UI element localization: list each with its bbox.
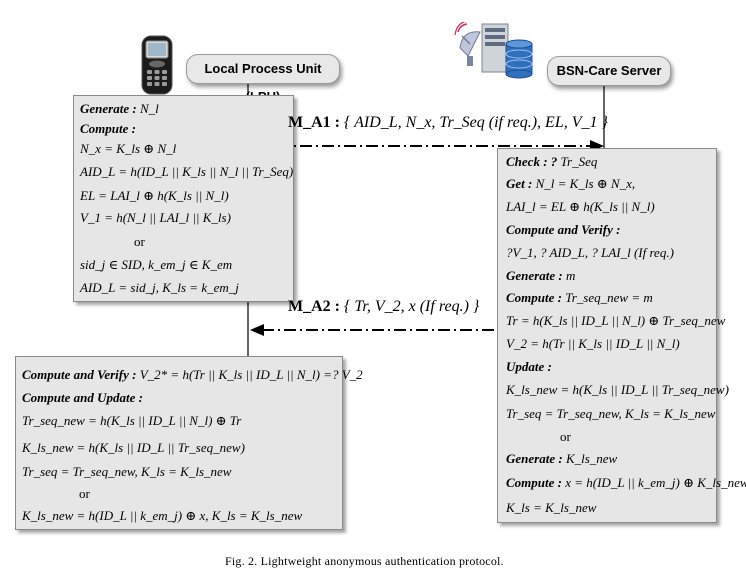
server-update-label: Update : [506,359,552,374]
lpu2-compute-update-label: Compute and Update : [22,390,143,405]
server-line-kls-new: K_ls_new = h(K_ls || ID_L || Tr_seq_new) [506,382,729,397]
lpu-line-sid: sid_j ∈ SID, k_em_j ∈ K_em [80,257,233,272]
server-compute-value: Tr_seq_new = m [565,290,653,305]
server-generate2-value: K_ls_new [565,451,618,466]
lpu-line-el: EL = LAI_l ⊕ h(K_ls || N_l) [80,188,229,203]
server-compute-row: Compute : Tr_seq_new = m [506,289,653,306]
msg2-text: M_A2 : { Tr, V_2, x (If req.) } [288,298,479,316]
server-compute2-value: x = h(ID_L || k_em_j) ⊕ K_ls_new [565,475,746,490]
server-line-tr: Tr = h(K_ls || ID_L || N_l) ⊕ Tr_seq_new [506,313,726,328]
server-final-line: K_ls = K_ls_new [506,500,597,515]
lpu2-line-kls-em: K_ls_new = h(ID_L || k_em_j) ⊕ x, K_ls =… [22,508,303,523]
msg1-text: M_A1 : { AID_L, N_x, Tr_Seq (if req.), E… [288,114,608,132]
figure-caption: Fig. 2. Lightweight anonymous authentica… [225,554,504,568]
lpu-verify-box: Compute and Verify : V_2* = h(Tr || K_ls… [15,356,363,530]
lpu-line-or: or [134,234,145,249]
lpu2-line-trseq-new: Tr_seq_new = h(K_ls || ID_L || N_l) ⊕ Tr [22,413,242,428]
lpu-generate-value: N_l [139,101,159,116]
lpu-generate-label: Generate : [80,101,137,116]
lpu2-compute-verify-label: Compute and Verify : [22,367,137,382]
server-generate2-label: Generate : [506,451,563,466]
msg1-label: M_A1 : [288,114,340,131]
lpu2-line-kls-new: K_ls_new = h(K_ls || ID_L || Tr_seq_new) [22,440,245,455]
lpu-line-aid-sid: AID_L = sid_j, K_ls = k_em_j [80,280,239,295]
msg2-label: M_A2 : [288,298,340,315]
server-compute2-row: Compute : x = h(ID_L || k_em_j) ⊕ K_ls_n… [506,474,746,491]
lpu-line-aid: AID_L = h(ID_L || K_ls || N_l || Tr_Seq) [80,164,294,179]
lpu-generate-row: Generate : N_l [80,100,159,117]
server-generate-row: Generate : m [506,267,575,284]
server-compute-verify-line: ?V_1, ? AID_L, ? LAI_l (If req.) [506,245,674,260]
server-check-label: Check : ? [506,154,558,169]
mobile-phone-icon [141,35,173,95]
lpu-line-v1: V_1 = h(N_l || LAI_l || K_ls) [80,210,231,225]
server-process-box: Check : ? Tr_Seq Get : N_l = K_ls ⊕ N_x,… [497,148,746,523]
lpu-compute-label: Compute : [80,121,136,136]
server-generate-label: Generate : [506,268,563,283]
lpu2-compute-verify-value: V_2* = h(Tr || K_ls || ID_L || N_l) =? V… [139,367,363,382]
lpu-compute-box: Generate : N_l Compute : N_x = K_ls ⊕ N_… [73,95,294,302]
lpu2-line-trseq: Tr_seq = Tr_seq_new, K_ls = K_ls_new [22,464,232,479]
server-icon [454,22,533,79]
server-get-line2: LAI_l = EL ⊕ h(K_ls || N_l) [506,199,655,214]
msg2-arrow-head [250,324,264,336]
lpu-title-box: Local Process Unit (LPU) [186,54,340,104]
server-title-box: BSN-Care Server [547,56,671,86]
server-generate-value: m [565,268,576,283]
server-title: BSN-Care Server [556,63,662,78]
server-check-value: Tr_Seq [560,154,598,169]
lpu2-line-or: or [79,486,90,501]
msg2-content: { Tr, V_2, x (If req.) } [343,298,480,315]
server-check-row: Check : ? Tr_Seq [506,153,597,170]
server-get-label: Get : [506,176,533,191]
server-compute2-label: Compute : [506,475,562,490]
lpu-line-nx: N_x = K_ls ⊕ N_l [80,141,177,156]
lpu2-compute-verify-row: Compute and Verify : V_2* = h(Tr || K_ls… [22,366,363,383]
server-line-or: or [560,429,571,444]
msg1-content: { AID_L, N_x, Tr_Seq (if req.), EL, V_1 … [343,114,608,131]
server-line-v2: V_2 = h(Tr || K_ls || ID_L || N_l) [506,336,680,351]
server-compute-verify-label: Compute and Verify : [506,222,621,237]
server-line-trseq: Tr_seq = Tr_seq_new, K_ls = K_ls_new [506,406,716,421]
server-get-line1: N_l = K_ls ⊕ N_x, [535,176,636,191]
server-compute-label: Compute : [506,290,562,305]
server-generate2-row: Generate : K_ls_new [506,450,617,467]
server-get-row: Get : N_l = K_ls ⊕ N_x, [506,175,635,192]
